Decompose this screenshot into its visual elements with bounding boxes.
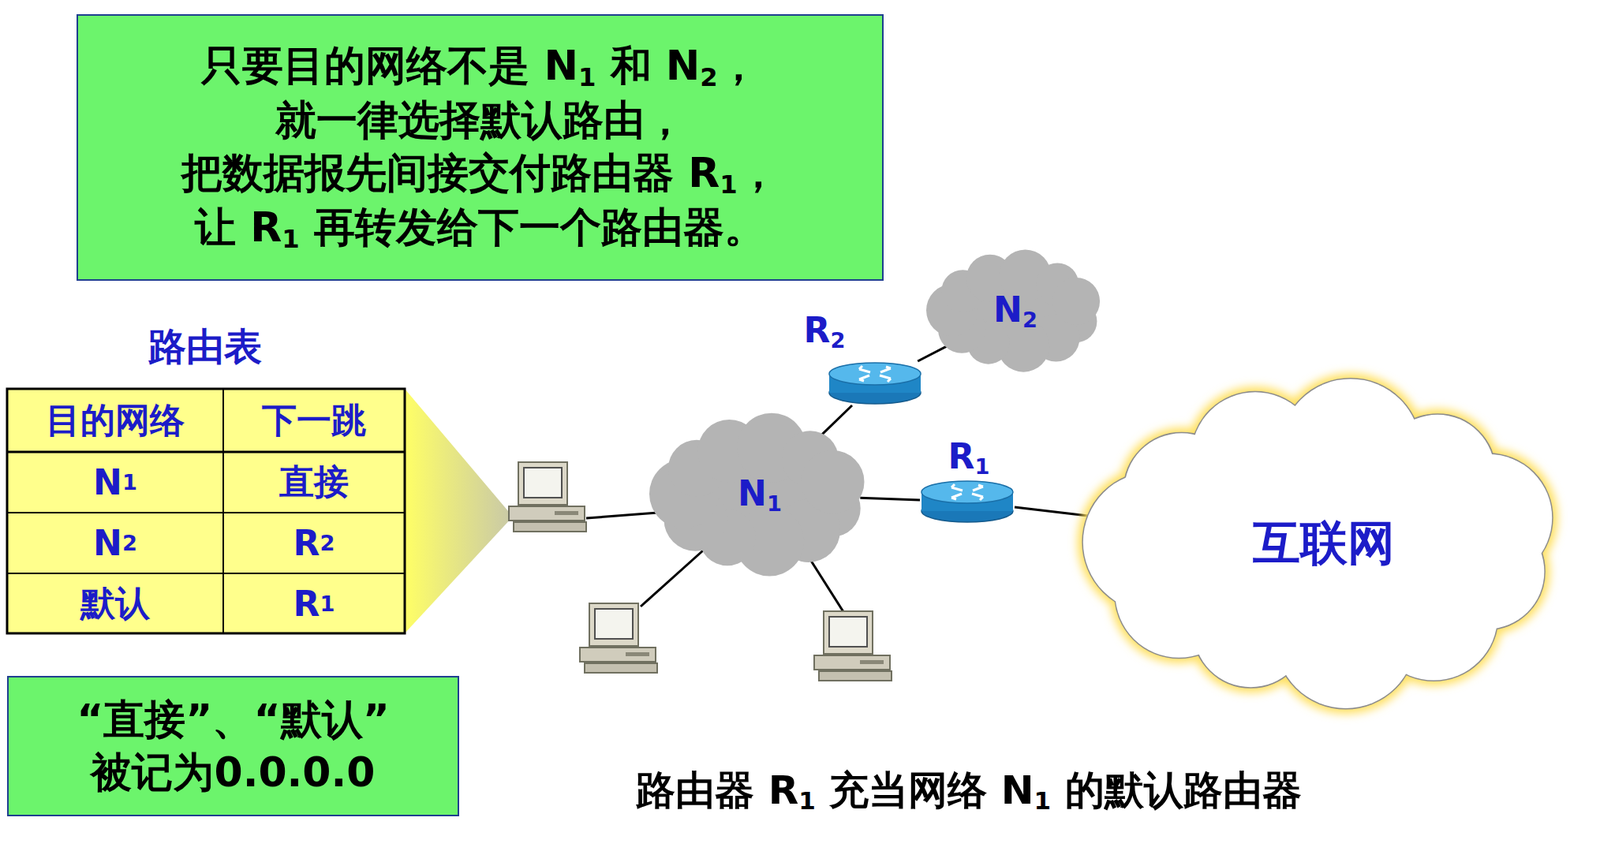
network-cloud: N2 [916,251,1115,371]
router: R2 [827,361,923,406]
table-cell: R1 [223,573,405,634]
link-line [859,497,920,501]
host-computer [814,611,892,681]
router-symbol [919,479,1015,524]
network-name: N1 [737,473,782,516]
router-name: R1 [948,436,991,479]
network-cloud: N1 [641,415,879,574]
table-cell: N1 [7,452,224,513]
table-title: 路由表 [94,319,316,375]
table-rule [7,451,405,454]
table-cell: N2 [7,512,224,574]
network-name: 互联网 [1252,512,1395,576]
router-name: R2 [803,310,846,353]
internet-cloud: 互联网 [1057,384,1591,703]
callout-wedge [404,388,513,634]
network-name: N2 [993,289,1038,333]
route-table-frame [7,388,405,634]
router-symbol [827,361,923,406]
caption: 路由器 R1 充当网络 N1 的默认路由器 [635,764,1301,818]
note-text: “直接”、“默认” 被记为0.0.0.0 [76,693,390,799]
table-rule [7,572,405,575]
table-cell: 默认 [7,573,224,634]
host-computer [508,462,587,532]
router: R1 [919,479,1015,524]
table-rule [222,388,225,634]
table-header: 目的网络 [7,388,224,453]
host-computer [579,603,658,673]
note-box: 只要目的网络不是 N1 和 N2， 就一律选择默认路由， 把数据报先间接交付路由… [76,14,884,281]
note-box: “直接”、“默认” 被记为0.0.0.0 [7,676,460,817]
table-header: 下一跳 [223,388,405,453]
table-cell: 直接 [223,452,405,513]
table-cell: R2 [223,512,405,574]
table-rule [7,512,405,514]
note-text: 只要目的网络不是 N1 和 N2， 就一律选择默认路由， 把数据报先间接交付路由… [181,39,779,256]
